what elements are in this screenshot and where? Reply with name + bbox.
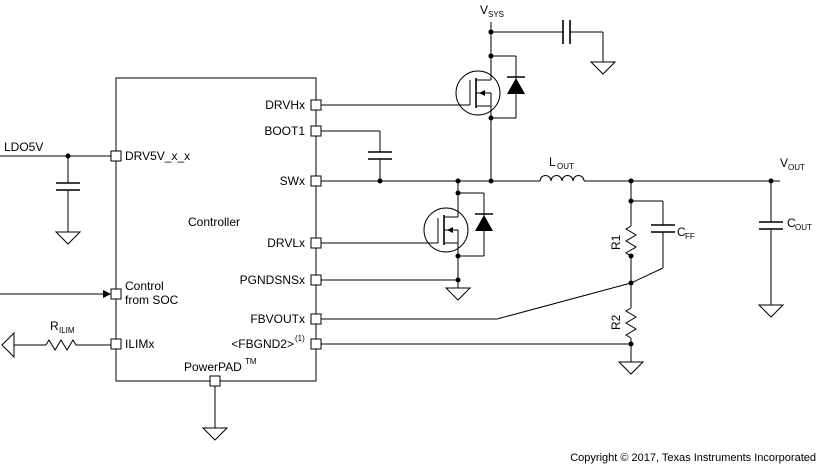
cout-label-sub: OUT bbox=[795, 223, 812, 232]
vsys-label: V bbox=[480, 3, 488, 17]
resistor-rilim bbox=[45, 339, 77, 351]
pin-label-fbvout: FBVOUTx bbox=[250, 312, 305, 326]
pin-label-control-1: Control bbox=[125, 279, 164, 293]
ground-icon bbox=[589, 61, 617, 75]
pin-label-fbgnd: <FBGND2> bbox=[231, 337, 294, 351]
feedback-network: R1 C FF R2 bbox=[321, 181, 695, 375]
rilim-label-sub: ILIM bbox=[59, 326, 75, 335]
pin-drvl bbox=[310, 237, 322, 249]
rilim-net: R ILIM bbox=[1, 319, 111, 359]
pin-label-drvl: DRVLx bbox=[267, 236, 305, 250]
diode-icon bbox=[475, 215, 493, 231]
lout-label-sub: OUT bbox=[557, 162, 574, 171]
boot-capacitor bbox=[321, 130, 392, 184]
inductor-lout bbox=[539, 175, 585, 182]
vout-label: V bbox=[780, 156, 788, 170]
pin-label-pgndsns: PGNDSNSx bbox=[240, 273, 305, 287]
copyright-notice: Copyright © 2017, Texas Instruments Inco… bbox=[570, 452, 816, 464]
output-capacitor: C OUT bbox=[757, 181, 812, 318]
low-side-mosfet bbox=[321, 181, 493, 288]
vsys-label-sub: SYS bbox=[488, 10, 504, 19]
control-input bbox=[0, 290, 111, 298]
rilim-label: R bbox=[50, 319, 59, 333]
r2-label: R2 bbox=[609, 314, 623, 330]
diode-icon bbox=[507, 78, 525, 94]
pin-boot bbox=[310, 125, 322, 137]
ground-icon bbox=[1, 331, 15, 359]
lout-label: L bbox=[549, 155, 556, 169]
sw-node: L OUT V OUT bbox=[321, 155, 805, 184]
controller-title: Controller bbox=[188, 215, 240, 229]
high-side-mosfet bbox=[321, 53, 525, 182]
pin-drvh bbox=[310, 99, 322, 111]
pin-label-boot: BOOT1 bbox=[264, 124, 305, 138]
vsys-net: V SYS bbox=[480, 3, 617, 75]
pin-drv5v bbox=[110, 150, 122, 162]
ground-icon bbox=[54, 231, 82, 245]
pgndsns-net bbox=[321, 277, 472, 301]
powerpad-tm: TM bbox=[245, 357, 257, 366]
pin-label-fbgnd-note: (1) bbox=[295, 334, 305, 343]
cff-label: C bbox=[677, 225, 686, 239]
pin-label-drvh: DRVHx bbox=[265, 98, 305, 112]
powerpad-ground bbox=[201, 386, 229, 441]
ground-icon bbox=[201, 427, 229, 441]
powerpad-label: PowerPAD bbox=[184, 360, 242, 374]
pin-control bbox=[110, 288, 122, 300]
arrow-right-icon bbox=[103, 290, 111, 298]
r1-label: R1 bbox=[609, 234, 623, 250]
pin-label-sw: SWx bbox=[280, 174, 305, 188]
pin-ilim bbox=[110, 338, 122, 350]
pin-fbvout bbox=[310, 313, 322, 325]
cff-label-sub: FF bbox=[685, 232, 695, 241]
resistor-r2 bbox=[625, 307, 637, 339]
pin-label-drv5v: DRV5V_x_x bbox=[125, 149, 190, 163]
pin-label-ilim: ILIMx bbox=[125, 337, 154, 351]
ldo5v-net: LDO5V bbox=[0, 140, 111, 245]
pin-fbgnd bbox=[310, 338, 322, 350]
controller-block: Controller DRV5V_x_x Control from SOC IL… bbox=[110, 77, 322, 387]
pin-label-control-2: from SOC bbox=[125, 293, 179, 307]
cout-label: C bbox=[787, 216, 796, 230]
vout-label-sub: OUT bbox=[788, 163, 805, 172]
pin-pgndsns bbox=[310, 274, 322, 286]
ground-icon bbox=[444, 287, 472, 301]
resistor-r1 bbox=[625, 225, 637, 257]
pin-powerpad bbox=[209, 375, 221, 387]
ground-icon bbox=[757, 304, 785, 318]
pin-sw bbox=[310, 175, 322, 187]
ldo5v-label: LDO5V bbox=[4, 140, 43, 154]
ground-icon bbox=[617, 361, 645, 375]
